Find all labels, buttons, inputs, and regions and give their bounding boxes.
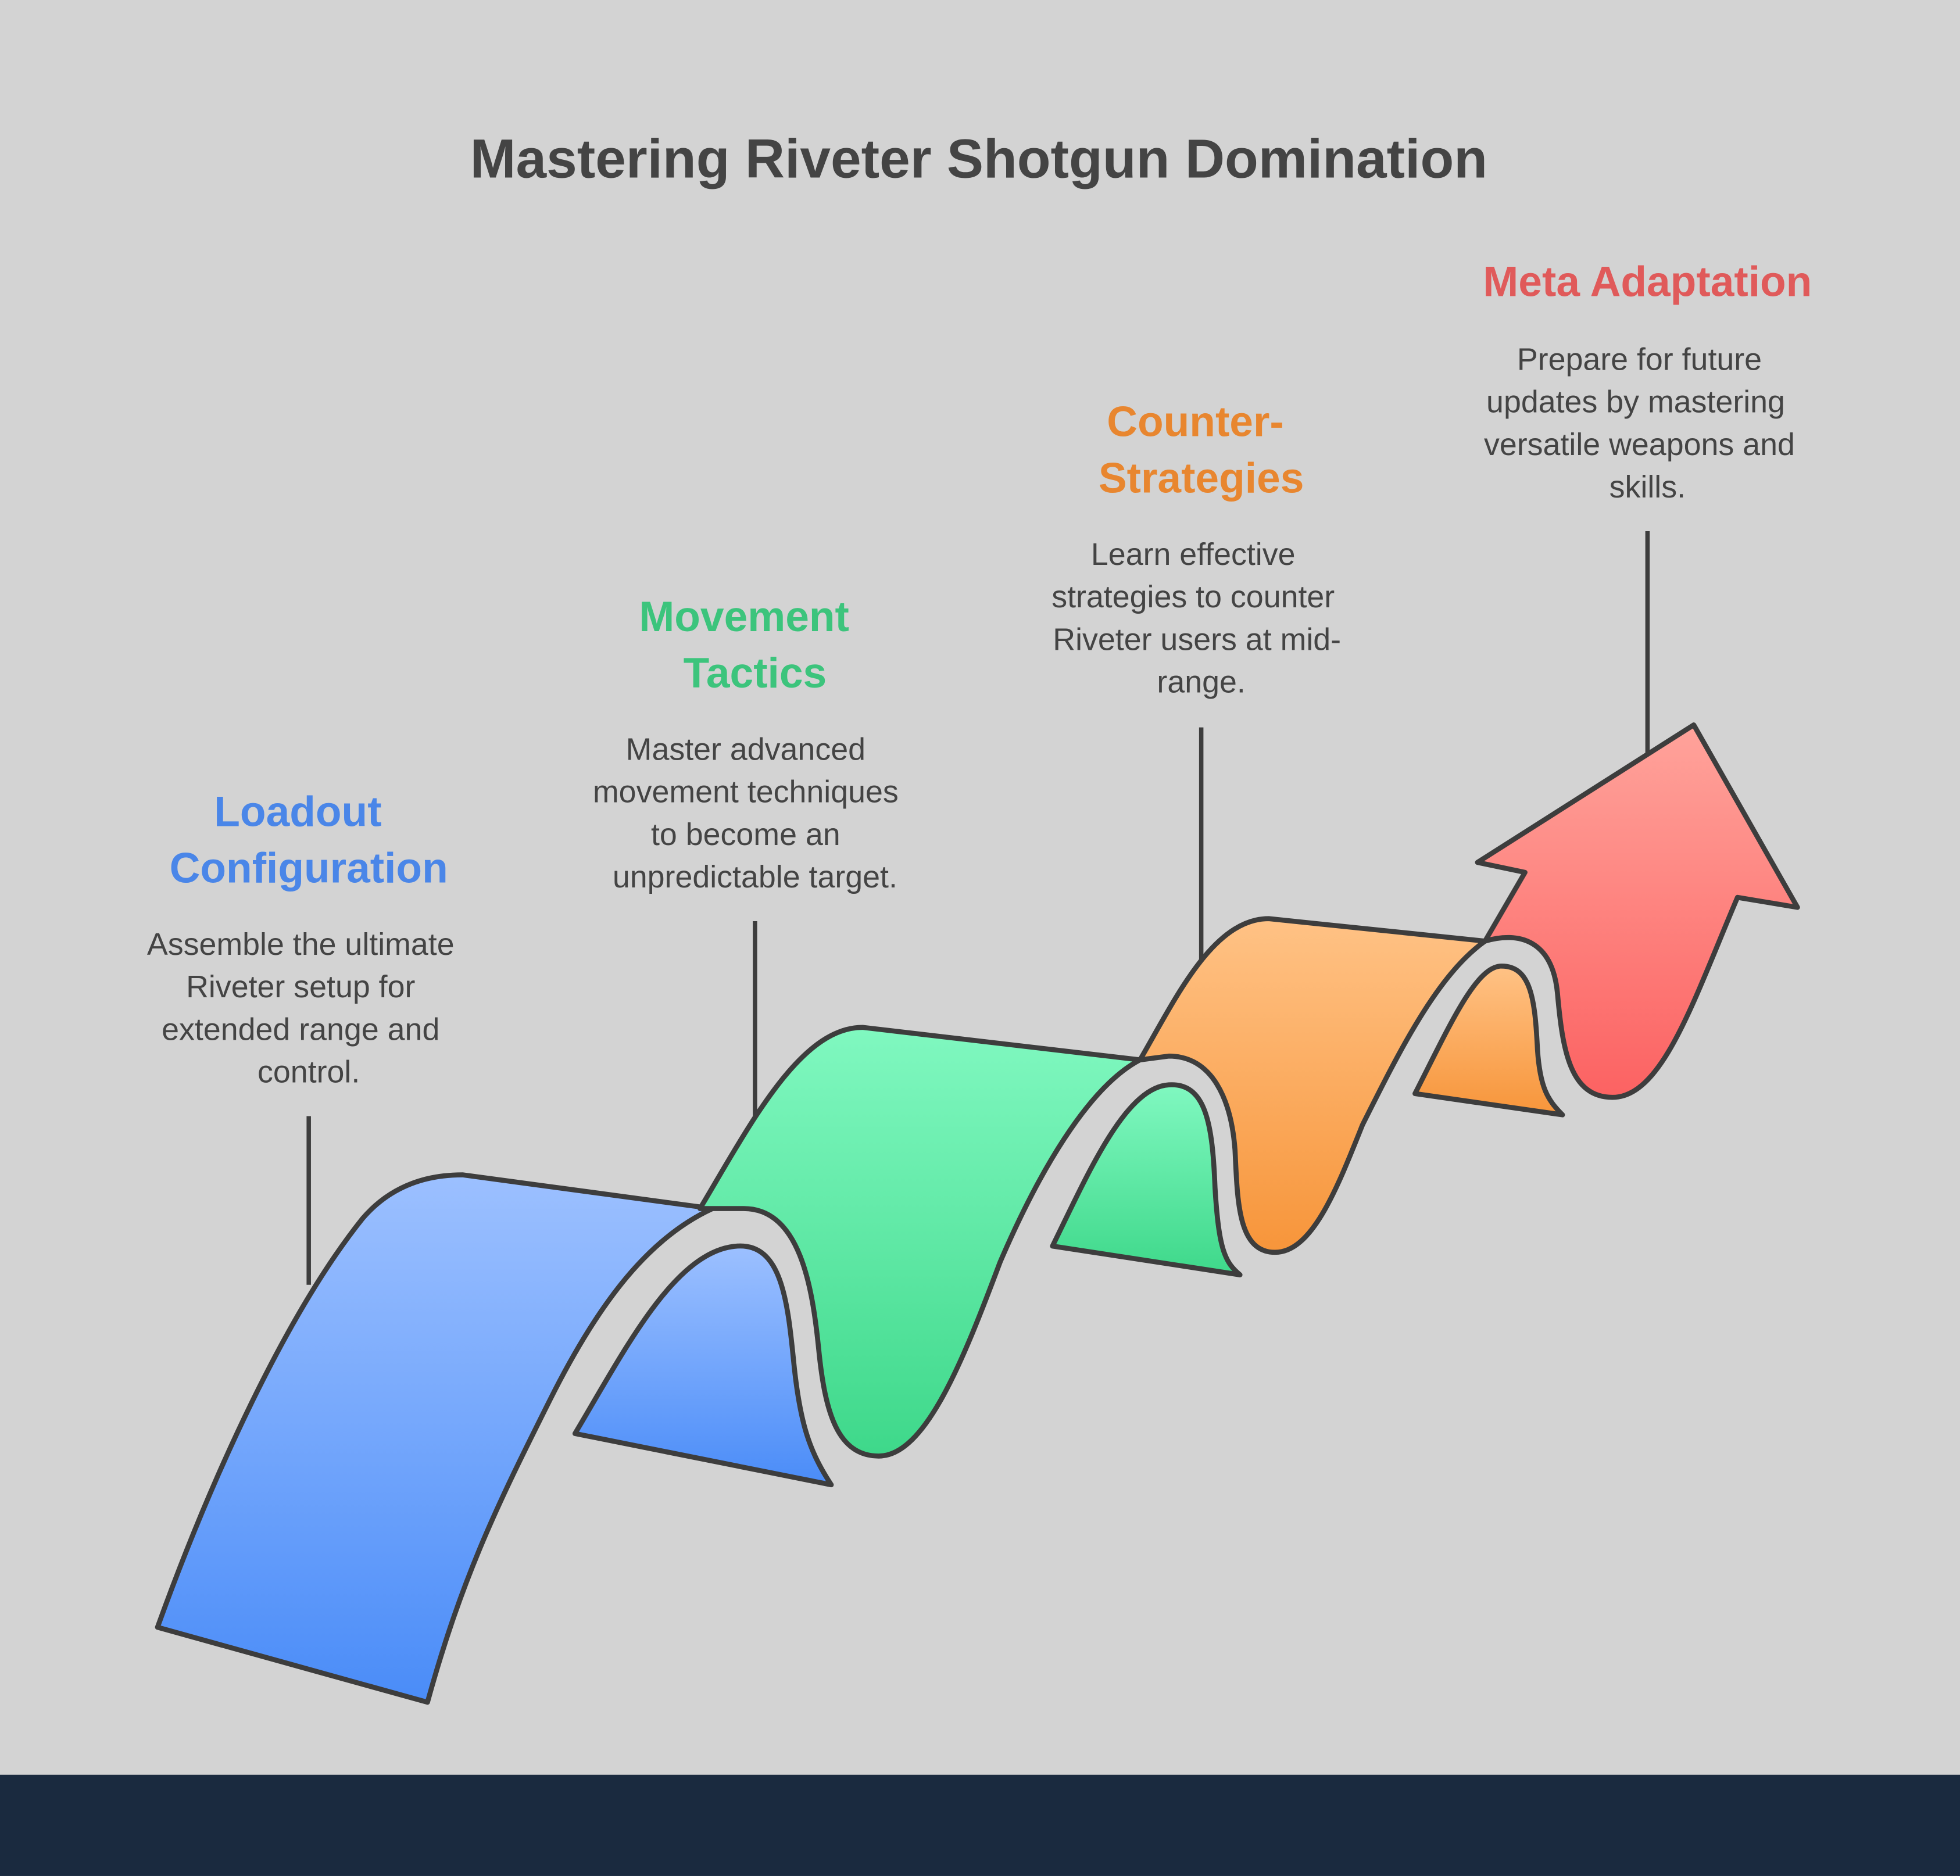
step-movement-tactics: Movement Tactics Master advanced movemen… (593, 593, 907, 894)
step-meta-adaptation: Meta Adaptation Prepare for future updat… (1483, 259, 1812, 504)
step-counter-strategies: Counter- Strategies Learn effective stra… (1051, 399, 1350, 700)
ribbon-movement-back (1050, 1082, 1243, 1277)
step-description: Prepare for future updates by mastering … (1484, 342, 1804, 504)
step-heading: Meta Adaptation (1483, 259, 1812, 306)
step-description: Assemble the ultimate Riveter setup for … (147, 927, 463, 1089)
step-loadout-configuration: Loadout Configuration Assemble the ultim… (147, 789, 463, 1090)
step-heading: Movement Tactics (639, 593, 861, 697)
step-description: Master advanced movement techniques to b… (593, 732, 907, 894)
ribbon-movement-front (697, 1025, 1143, 1459)
step-heading: Counter- Strategies (1099, 399, 1304, 502)
step-description: Learn effective strategies to counter Ri… (1051, 537, 1350, 699)
ribbon-counter-back (1412, 964, 1565, 1118)
ribbon-loadout-back (572, 1243, 834, 1488)
ribbon-counter-front (1137, 916, 1488, 1255)
arrow-meta (1475, 722, 1800, 1100)
footer-band (0, 1774, 1960, 1876)
diagram-title: Mastering Riveter Shotgun Domination (470, 128, 1487, 189)
step-heading: Loadout Configuration (170, 789, 448, 892)
